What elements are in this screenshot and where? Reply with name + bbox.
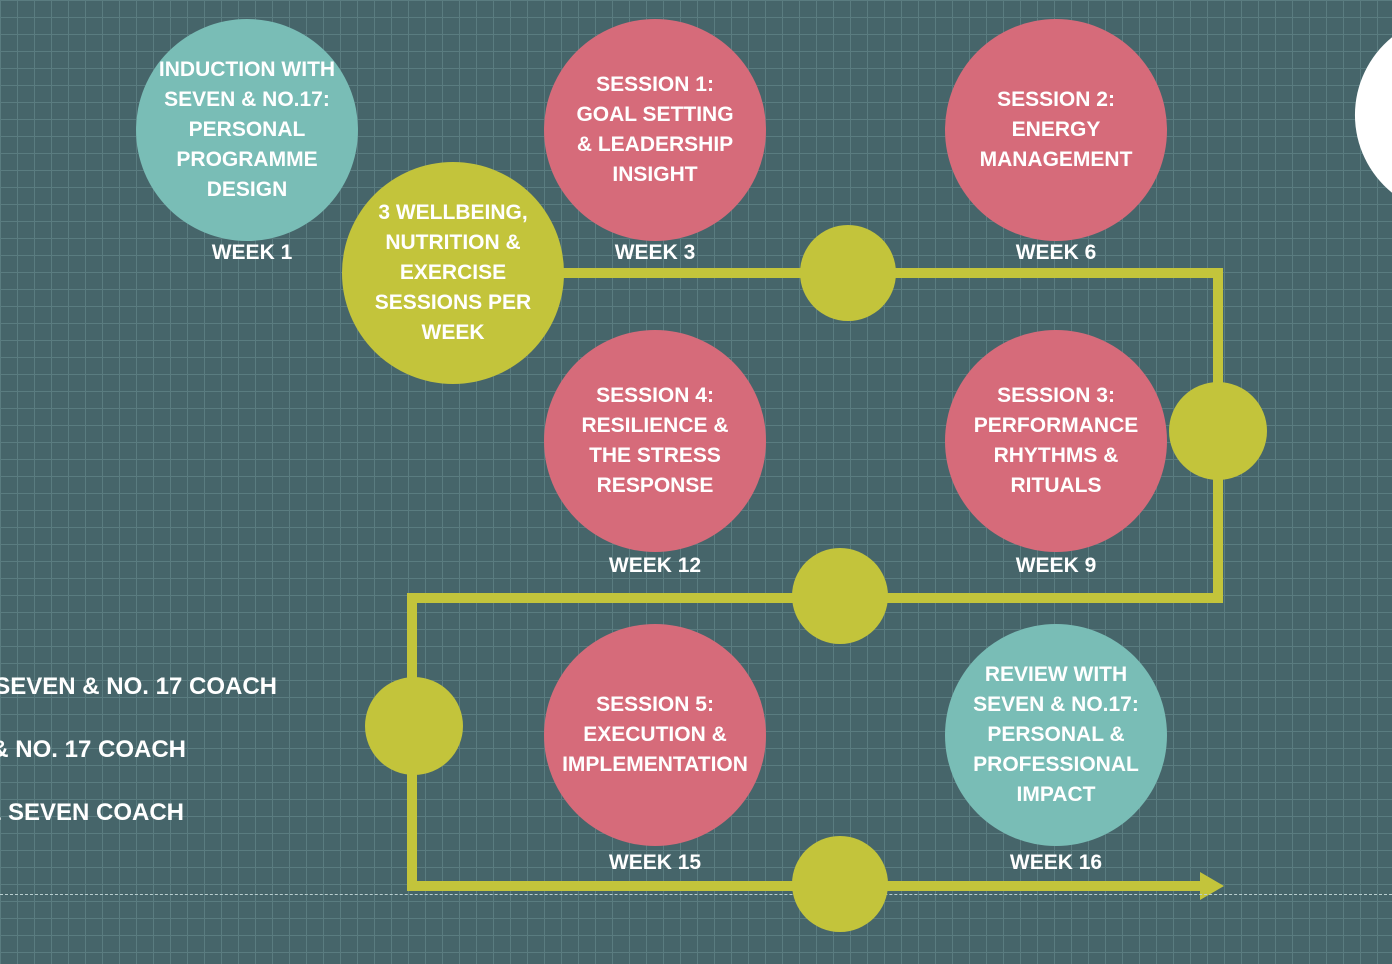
week-label: WEEK 3 xyxy=(614,241,696,264)
path-node xyxy=(1169,382,1267,480)
legend-item: & SEVEN COACH xyxy=(0,799,184,826)
week-label: WEEK 16 xyxy=(1009,851,1103,874)
step-review: REVIEW WITH SEVEN & NO.17: PERSONAL & PR… xyxy=(945,624,1167,846)
week-label: WEEK 9 xyxy=(1015,554,1097,577)
week-label: WEEK 15 xyxy=(608,851,702,874)
path-node xyxy=(792,836,888,932)
step-session-5: SESSION 5: EXECUTION & IMPLEMENTATION xyxy=(544,624,766,846)
week-label: WEEK 6 xyxy=(1015,241,1097,264)
path-node xyxy=(365,677,463,775)
week-label: WEEK 12 xyxy=(608,554,702,577)
legend-item: SEVEN & NO. 17 COACH xyxy=(0,673,277,700)
partial-white-circle xyxy=(1354,37,1392,193)
step-session-3: SESSION 3: PERFORMANCE RHYTHMS & RITUALS xyxy=(945,330,1167,552)
step-wellbeing: 3 WELLBEING, NUTRITION & EXERCISE SESSIO… xyxy=(342,162,564,384)
step-session-1: SESSION 1: GOAL SETTING & LEADERSHIP INS… xyxy=(544,19,766,241)
legend-item: & NO. 17 COACH xyxy=(0,736,186,763)
dashed-divider xyxy=(0,894,1392,895)
step-induction: INDUCTION WITH SEVEN & NO.17: PERSONAL P… xyxy=(136,19,358,241)
path-node xyxy=(792,548,888,644)
arrow-head-icon xyxy=(1200,872,1224,900)
week-label: WEEK 1 xyxy=(211,241,293,264)
step-session-2: SESSION 2: ENERGY MANAGEMENT xyxy=(945,19,1167,241)
step-session-4: SESSION 4: RESILIENCE & THE STRESS RESPO… xyxy=(544,330,766,552)
path-node xyxy=(800,225,896,321)
